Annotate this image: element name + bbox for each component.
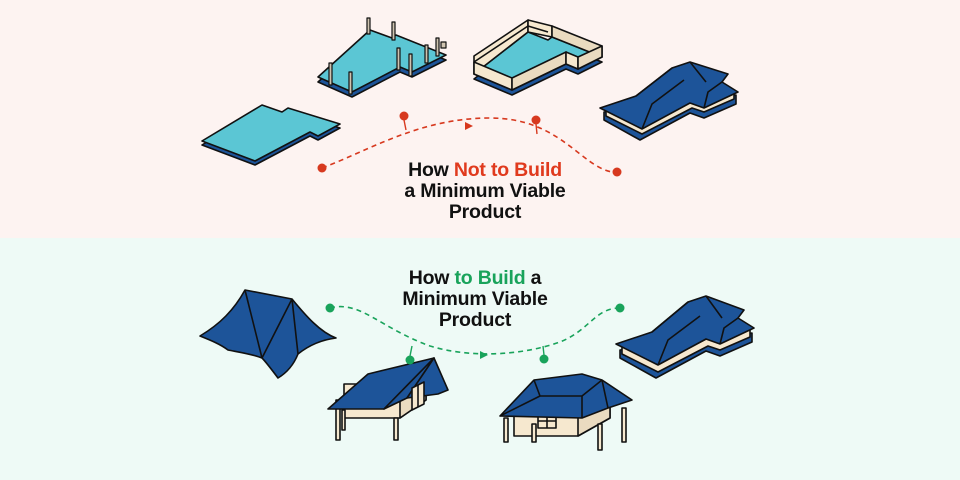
title-line-1: How to Build a: [340, 268, 610, 289]
to-build-panel: How to Build a Minimum Viable Product: [0, 238, 960, 480]
walls-icon: [473, 19, 603, 96]
title-highlight: Not to Build: [453, 159, 562, 181]
title-highlight: to Build: [454, 267, 526, 289]
title-line-2: a Minimum Viable: [404, 180, 566, 202]
to-build-illustration: [199, 289, 755, 451]
small-house-icon: [499, 373, 633, 451]
title-line-2: Minimum Viable: [402, 288, 548, 310]
not-to-build-illustration: [201, 17, 739, 177]
progress-path: [321, 117, 613, 173]
title-line-1: How Not to Build: [360, 160, 610, 181]
to-build-title: How to Build a Minimum Viable Product: [340, 268, 610, 331]
foundation-slab-icon: [201, 104, 341, 166]
title-suffix: a: [525, 267, 542, 289]
roofed-house-icon: [615, 295, 755, 379]
foundation-with-pillars-icon: [317, 17, 447, 98]
title-line-3: Product: [438, 309, 512, 331]
tarp-tent-icon: [199, 289, 337, 379]
title-prefix: How: [408, 267, 455, 289]
cabin-icon: [327, 357, 449, 441]
roofed-house-icon: [599, 61, 739, 141]
title-prefix: How: [408, 159, 454, 181]
title-line-3: Product: [448, 201, 522, 223]
path-marker-stem: [403, 119, 538, 135]
path-marker-icon: [317, 111, 622, 177]
path-arrow-icon: [480, 351, 488, 359]
not-to-build-panel: How Not to Build a Minimum Viable Produc…: [0, 0, 960, 238]
not-to-build-title: How Not to Build a Minimum Viable Produc…: [360, 160, 610, 223]
path-marker-stem: [409, 345, 545, 357]
path-marker-icon: [325, 303, 625, 365]
path-arrow-icon: [465, 122, 473, 130]
